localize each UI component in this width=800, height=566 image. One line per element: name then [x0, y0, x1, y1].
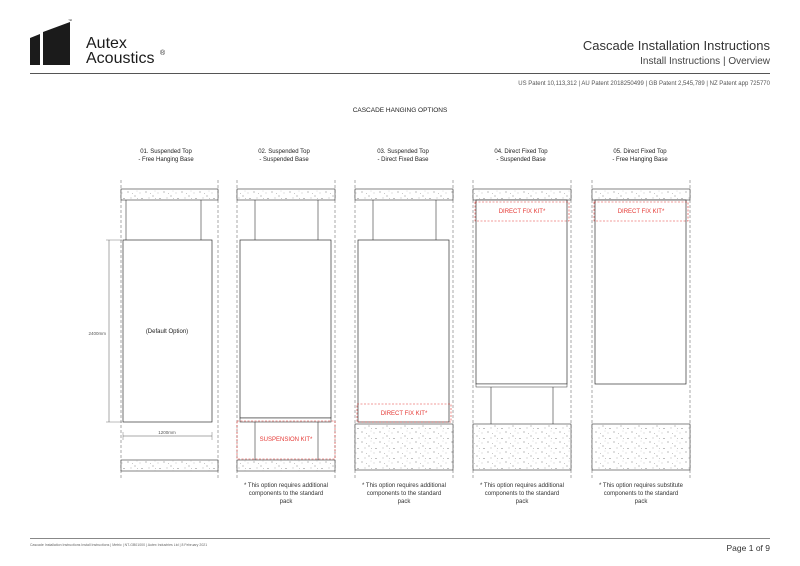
option-2-ceiling-slab [236, 188, 336, 201]
option-4-note-line2: components to the standard [484, 491, 560, 497]
option-2-note-line3: pack [279, 499, 293, 505]
trademark-mark: ™ [68, 18, 72, 23]
option-5-note: * This option requires substitute compon… [586, 482, 696, 506]
option-4-base-rail [475, 383, 568, 388]
option-5-title-line2: - Free Hanging Base [612, 157, 668, 163]
option-2-title-line1: 02. Suspended Top [258, 149, 310, 155]
option-1-title-line2: - Free Hanging Base [138, 157, 194, 163]
option-2-note-line1: * This option requires additional [244, 483, 328, 489]
option-2-kit-outline [236, 420, 336, 460]
option-4-note: * This option requires additional compon… [467, 482, 577, 506]
footer-document-info: Cascade Installation Instructions Instal… [30, 543, 208, 547]
option-4-title: 04. Direct Fixed Top - Suspended Base [461, 148, 581, 164]
option-4-diagram: DIRECT FIX KIT* [472, 180, 572, 480]
header-divider [30, 73, 770, 74]
registered-mark: ® [160, 50, 166, 57]
option-3-title-line2: - Direct Fixed Base [377, 157, 429, 163]
autex-logo-icon [30, 22, 70, 65]
patent-numbers: US Patent 10,113,312 | AU Patent 2018250… [518, 81, 770, 87]
document-title: Cascade Installation Instructions [582, 38, 770, 53]
option-1-diagram: (Default Option) 2400mm 1200mm [88, 180, 219, 480]
option-1-floor-slab [120, 459, 219, 472]
option-2-note-line2: components to the standard [248, 491, 324, 497]
option-5-title: 05. Direct Fixed Top - Free Hanging Base [580, 148, 700, 164]
option-5-note-line3: pack [634, 499, 648, 505]
option-4-kit-label: DIRECT FIX KIT* [499, 209, 546, 215]
option-2-title-line2: - Suspended Base [259, 157, 309, 163]
option-3-floor-slab [354, 423, 454, 471]
footer-divider [30, 538, 770, 539]
option-3-title: 03. Suspended Top - Direct Fixed Base [343, 148, 463, 164]
option-5-diagram: DIRECT FIX KIT* [591, 180, 691, 480]
option-4-title-line1: 04. Direct Fixed Top [494, 149, 548, 155]
option-5-title-line1: 05. Direct Fixed Top [613, 149, 667, 155]
option-4-title-line2: - Suspended Base [496, 157, 546, 163]
option-2-panel [239, 239, 332, 419]
option-2-kit-label: SUSPENSION KIT* [260, 437, 313, 443]
option-1-panel [122, 239, 213, 423]
option-4-note-line3: pack [515, 499, 529, 505]
option-3-kit-outline [356, 403, 452, 423]
option-2-note: * This option requires additional compon… [231, 482, 341, 506]
option-5-note-line1: * This option requires substitute [599, 483, 683, 489]
option-3-note-line1: * This option requires additional [362, 483, 446, 489]
option-2-base-rail [239, 417, 332, 423]
option-3-note: * This option requires additional compon… [349, 482, 459, 506]
option-2-floor-slab [236, 459, 336, 472]
option-4-kit-outline [474, 201, 570, 222]
option-1-ceiling-slab [120, 188, 219, 201]
option-3-ceiling-slab [354, 188, 454, 201]
brand-name-line2: Acoustics [86, 50, 155, 67]
option-3-note-line2: components to the standard [366, 491, 442, 497]
option-3-kit-label: DIRECT FIX KIT* [381, 411, 428, 417]
option-3-note-line3: pack [397, 499, 411, 505]
option-4-ceiling-slab [472, 188, 572, 201]
option-1-width-label: 1200mm [158, 430, 176, 435]
option-3-title-line1: 03. Suspended Top [377, 149, 429, 155]
page-number: Page 1 of 9 [726, 543, 770, 553]
option-5-floor-slab [591, 423, 691, 471]
section-title: CASCADE HANGING OPTIONS [352, 107, 448, 114]
document-subtitle: Install Instructions | Overview [640, 56, 770, 67]
option-2-diagram: SUSPENSION KIT* [236, 180, 336, 480]
option-1-panel-label: (Default Option) [146, 329, 188, 335]
option-3-panel [357, 239, 450, 423]
option-4-note-line1: * This option requires additional [480, 483, 564, 489]
option-5-kit-label: DIRECT FIX KIT* [618, 209, 665, 215]
option-5-kit-outline [593, 201, 689, 222]
option-1-title-line1: 01. Suspended Top [140, 149, 192, 155]
option-1-title: 01. Suspended Top - Free Hanging Base [106, 148, 226, 164]
option-5-panel [594, 199, 687, 385]
option-5-note-line2: components to the standard [603, 491, 679, 497]
option-2-title: 02. Suspended Top - Suspended Base [224, 148, 344, 164]
option-5-ceiling-slab [591, 188, 691, 201]
brand-name-line1: Autex [86, 35, 127, 52]
option-4-floor-slab [472, 423, 572, 471]
option-3-diagram: DIRECT FIX KIT* [354, 180, 454, 480]
option-4-panel [475, 199, 568, 385]
option-1-height-label: 2400mm [88, 331, 106, 336]
